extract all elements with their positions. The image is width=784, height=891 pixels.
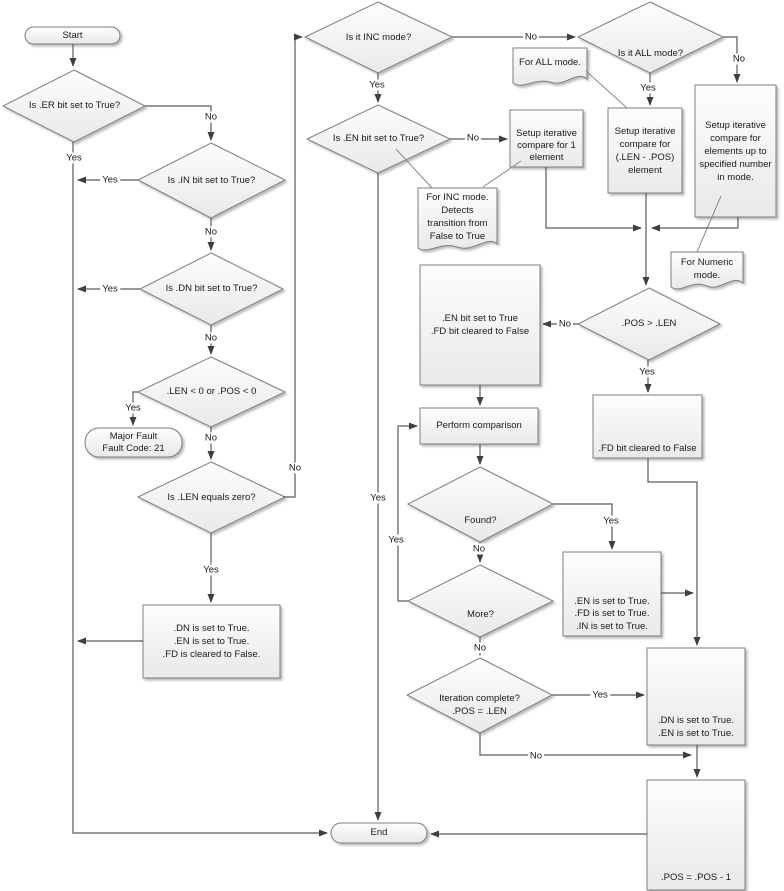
for-numeric-mode-note-shape	[670, 251, 744, 290]
connector-found-yes	[553, 503, 616, 550]
all-mode-decision-diamond	[576, 1, 725, 74]
en-fd-in-process-box	[562, 551, 662, 637]
in-decision-diamond	[136, 142, 287, 219]
more-decision-diamond	[406, 564, 555, 638]
setup-one-process-box	[509, 109, 584, 168]
len-neg-decision-diamond	[136, 356, 287, 428]
pos-dec-process-box	[646, 779, 746, 891]
major-fault-terminator-shape	[84, 427, 183, 458]
note-connectors	[395, 70, 722, 253]
connector-more-yes-loop	[397, 422, 418, 602]
end-terminator-shape	[330, 822, 428, 844]
note-line-all	[585, 70, 628, 109]
connector-all-no	[723, 36, 741, 83]
note-line-numeric	[696, 195, 722, 253]
connector-er-no	[145, 105, 215, 141]
note-line-inc-b	[482, 160, 522, 188]
start-terminator-shape	[24, 26, 121, 45]
for-all-mode-note-shape	[512, 47, 588, 86]
perform-comparison-process-box	[419, 407, 539, 445]
dn-en-process-box	[646, 647, 746, 746]
len-zero-decision-diamond	[136, 461, 287, 534]
connector-lenzero-no	[283, 33, 303, 498]
dn-en-fd-process-box	[142, 604, 281, 679]
fd-clear-process-box	[592, 394, 703, 459]
note-line-inc-a	[395, 148, 433, 189]
er-decision-diamond	[1, 69, 147, 143]
setup-num-process-box	[694, 84, 777, 218]
found-decision-diamond	[406, 466, 555, 543]
connector-iteration-no	[479, 733, 692, 759]
setup-lenpos-process-box	[607, 107, 683, 194]
for-inc-mode-note-shape	[417, 187, 498, 251]
pos-len-decision-diamond	[576, 287, 722, 361]
connector-setupnum-junction	[651, 217, 739, 232]
connector-lenneg-yes	[129, 391, 138, 426]
iteration-decision-diamond	[405, 657, 554, 734]
en-decision-diamond	[305, 104, 452, 174]
dn-decision-diamond	[138, 252, 285, 326]
inc-mode-decision-diamond	[303, 1, 454, 74]
connector-setupone-junction	[545, 167, 642, 232]
connector-fdclear-dnen	[647, 458, 701, 646]
en-fd-process-box	[419, 264, 541, 386]
connector-er-yes-end	[72, 142, 328, 837]
